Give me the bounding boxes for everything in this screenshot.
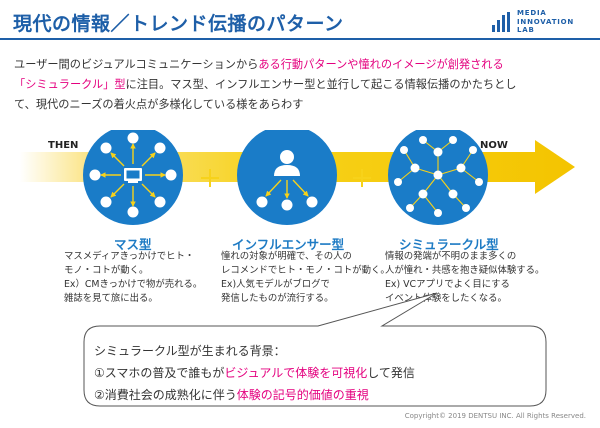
title-underline [0,38,600,40]
description-line: マスメディアきっかけでヒト・ [64,251,195,262]
intro-line-2: 「シミュラークル」型に注目。マス型、インフルエンサー型と並行して起こる情報伝播の… [14,75,590,95]
description-line: 発信したものが流行する。 [221,293,334,304]
simulacra-type-title: シミュラークル型 [399,237,499,252]
description-line: Ex)人気モデルがブログで [221,279,330,290]
logo-line: INNOVATION [517,17,575,26]
logo-text: MEDIA INNOVATION LAB [517,9,574,35]
reason-text: ①スマホの普及で誰もが [94,366,225,380]
copyright: Copyright© 2019 DENTSU INC. All Rights R… [404,412,586,420]
speech-bubble [83,292,547,407]
mass-type-icon [83,130,183,225]
description-line: Ex) VCアプリでよく目にする [385,279,510,290]
description-line: イベント体験をしたくなる。 [385,293,507,304]
intro-text: て、現代のニーズの着火点が多様化している様をあらわす [14,98,304,111]
influencer-type-icon [237,130,337,225]
propagation-diagram: THEN NOW [20,130,575,225]
description-line: 雑誌を見て旅に出る。 [64,293,158,304]
media-innovation-lab-logo: MEDIA INNOVATION LAB [492,8,592,36]
callout-reason-2: ②消費社会の成熟化に伴う体験の記号的価値の重視 [94,386,369,403]
description-line: レコメンドでヒト・モノ・コトが動く。 [221,265,390,276]
logo-bar [502,15,505,32]
bar-chart-logo-icon [492,12,514,32]
reason-highlight: ビジュアルで体験を可視化 [224,366,368,380]
intro-line-3: て、現代のニーズの着火点が多様化している様をあらわす [14,95,590,115]
intro-text: ユーザー間のビジュアルコミュニケーションから [14,58,259,71]
logo-line: LAB [517,26,535,35]
intro-highlight: ある行動パターンや憧れのイメージが創発される [258,58,504,71]
intro-highlight: 「シミュラークル」型 [14,78,126,91]
description-line: Ex）CMきっかけで物が売れる。 [64,279,203,290]
reason-text: ②消費社会の成熟化に伴う [94,388,237,402]
intro-text: に注目。マス型、インフルエンサー型と並行して起こる情報伝播のかたちとし [125,78,517,91]
logo-bar [497,20,500,32]
mass-type-title: マス型 [114,237,152,252]
callout-heading: シミュラークル型が生まれる背景： [94,344,286,358]
tv-icon [124,168,142,183]
description-line: 憧れの対象が明確で、その人の [221,251,352,262]
description-line: 情報の発端が不明のまま多くの [385,251,517,262]
description-line: 人が憧れ・共感を抱き疑似体験する。 [385,265,545,276]
callout-box [83,292,547,407]
person-icon [274,150,300,176]
reason-text: して発信 [367,366,415,380]
description-line: モノ・コトが動く。 [64,265,149,276]
influencer-type-description: 憧れの対象が明確で、その人の レコメンドでヒト・モノ・コトが動く。 Ex)人気モ… [221,250,390,306]
mass-type-description: マスメディアきっかけでヒト・ モノ・コトが動く。 Ex）CMきっかけで物が売れる… [64,250,202,306]
then-label: THEN [48,140,78,151]
simulacra-type-icon [388,130,488,225]
intro-line-1: ユーザー間のビジュアルコミュニケーションからある行動パターンや憧れのイメージが創… [14,55,590,75]
logo-bar [507,12,510,32]
callout-reason-1: ①スマホの普及で誰もがビジュアルで体験を可視化して発信 [94,364,415,381]
influencer-type-title: インフルエンサー型 [232,237,345,252]
simulacra-type-description: 情報の発端が不明のまま多くの 人が憧れ・共感を抱き疑似体験する。 Ex) VCア… [385,250,544,306]
plus-icon [353,169,371,187]
logo-line: MEDIA [517,9,547,17]
reason-highlight: 体験の記号的価値の重視 [236,388,369,402]
page-title: 現代の情報／トレンド伝播のパターン [13,13,344,35]
intro-paragraph: ユーザー間のビジュアルコミュニケーションからある行動パターンや憧れのイメージが創… [14,55,590,115]
now-label: NOW [480,140,508,151]
logo-bar [492,25,495,32]
plus-icon [201,169,219,187]
